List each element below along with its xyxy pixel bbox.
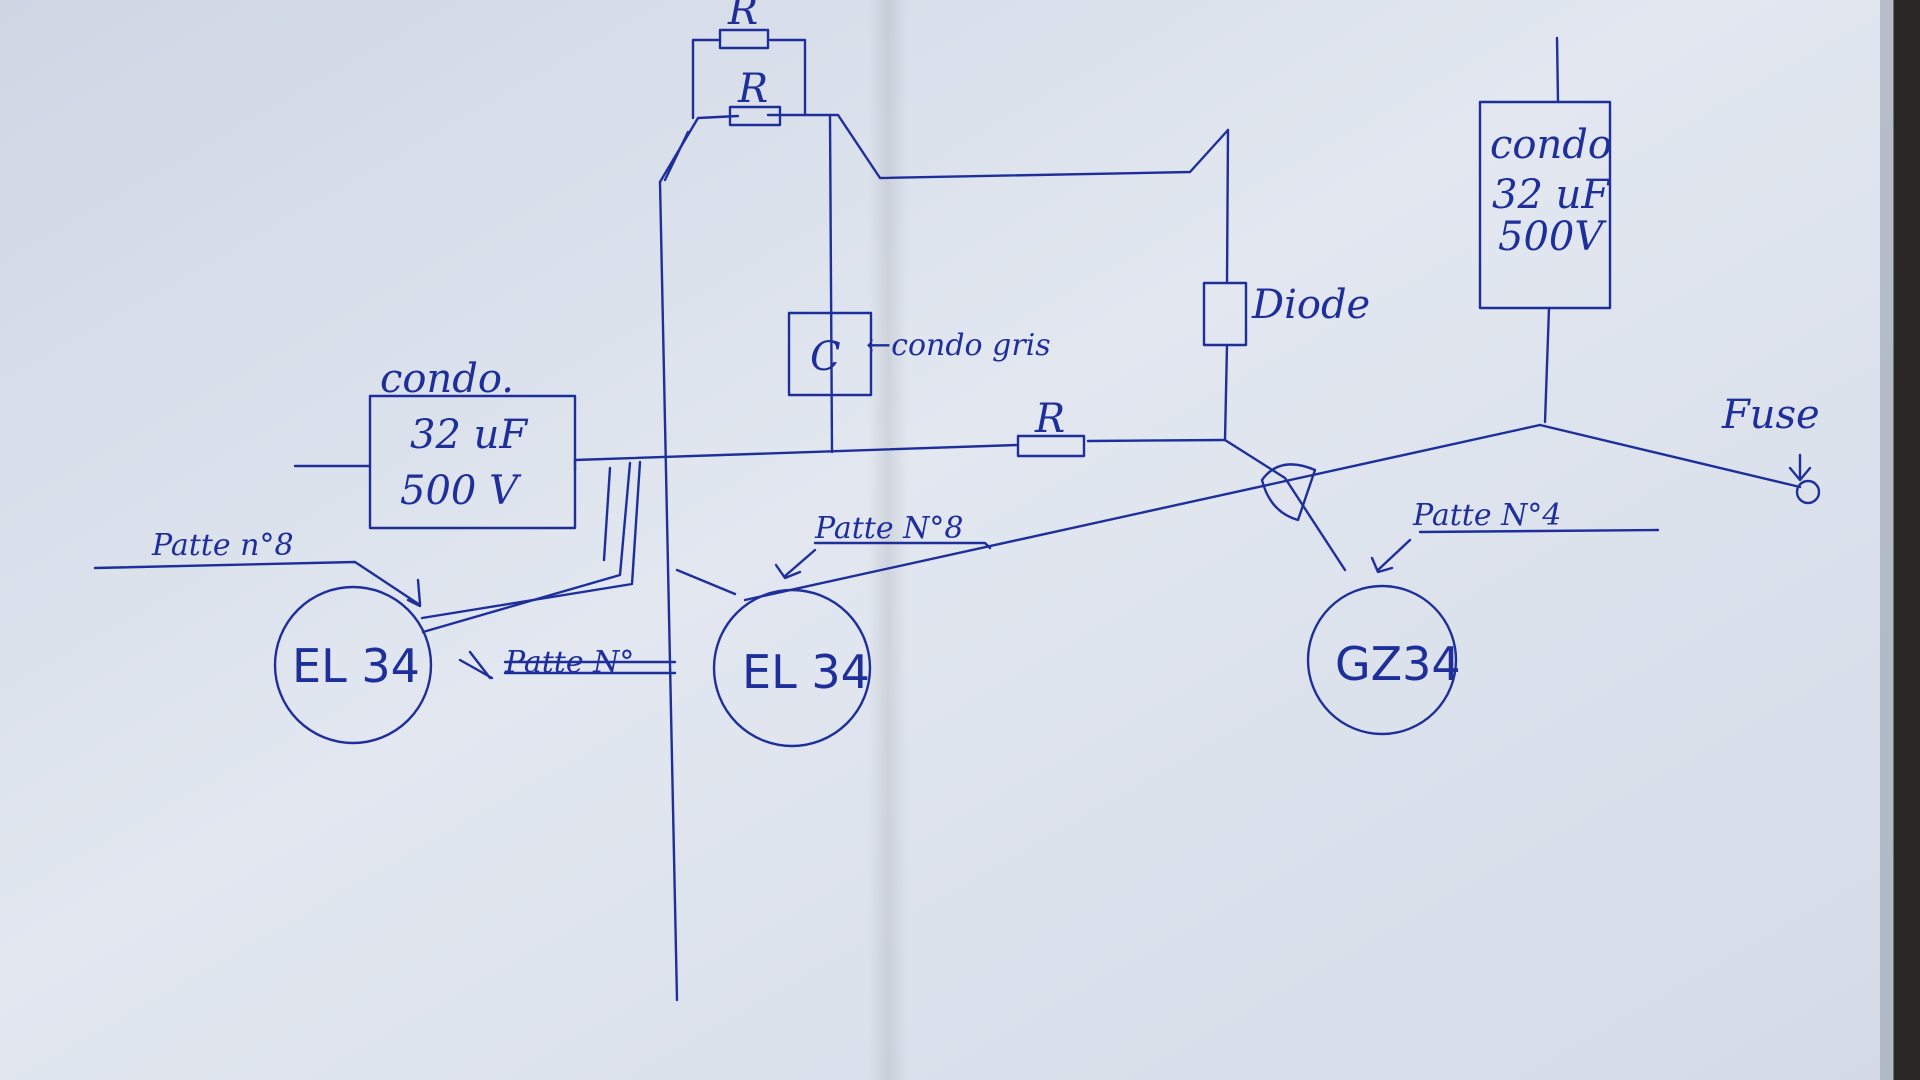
patte-left-struck: Patte N° [458, 645, 677, 680]
paper-edge-shadow [1880, 0, 1894, 1080]
paper-fold [868, 0, 908, 1080]
wires [93, 36, 1802, 1002]
patte-mid-label: Patte N°8 [814, 511, 963, 546]
resistor-mid: R [1016, 396, 1086, 458]
condo-left-title: condo. [380, 356, 514, 402]
patte-left-label: Patte n°8 [151, 528, 294, 563]
tube-el34-mid: EL 34 [712, 588, 872, 748]
condo-right-title: condo [1490, 122, 1612, 168]
resistor-top-1-label: R [727, 0, 758, 34]
condo-left-voltage: 500 V [400, 468, 522, 514]
patte-right: Patte N°4 [1370, 498, 1561, 574]
resistor-top-1: R [718, 0, 770, 50]
patte-right-label: Patte N°4 [1412, 498, 1561, 533]
tube-el34-left-label: EL 34 [292, 639, 420, 693]
resistor-mid-label: R [1034, 396, 1065, 442]
patte-left: Patte n°8 [151, 528, 422, 608]
capacitor-note: ←condo gris [866, 328, 1051, 363]
wire-crossing-loop [1260, 463, 1317, 522]
grey-capacitor: C ←condo gris [787, 311, 1051, 397]
patte-mid: Patte N°8 [774, 511, 963, 580]
tube-el34-mid-label: EL 34 [742, 645, 870, 699]
condo-left-capacitance: 32 uF [410, 412, 528, 458]
diode-label: Diode [1251, 282, 1370, 328]
diode: Diode [1202, 281, 1370, 347]
condo-right-capacitance: 32 uF [1492, 172, 1610, 218]
tube-gz34-label: GZ34 [1335, 637, 1461, 691]
condo-right: condo 32 uF 500V [1478, 100, 1612, 310]
tube-gz34: GZ34 [1306, 584, 1461, 736]
tube-el34-left: EL 34 [273, 585, 433, 745]
capacitor-symbol: C [810, 334, 841, 380]
resistor-top-2: R [728, 66, 782, 127]
fuse: Fuse [1721, 392, 1821, 505]
condo-right-voltage: 500V [1498, 214, 1607, 260]
resistor-top-2-label: R [737, 66, 768, 112]
condo-left: condo. 32 uF 500 V [368, 356, 577, 530]
fuse-label: Fuse [1721, 392, 1820, 438]
